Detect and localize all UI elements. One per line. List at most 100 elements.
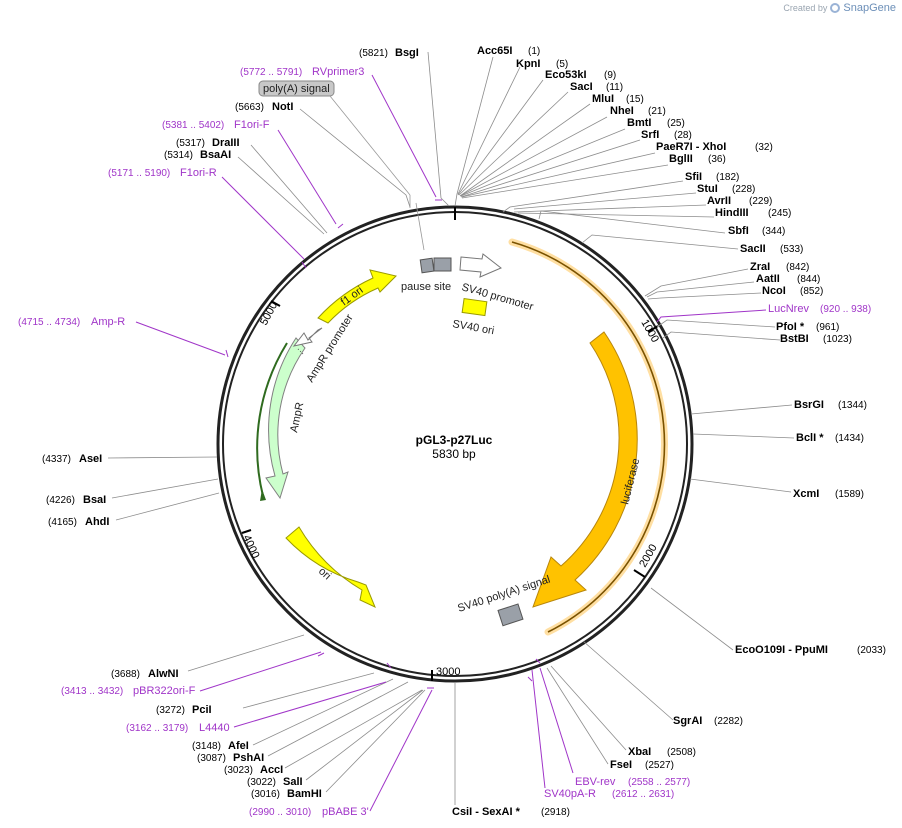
enzyme-label[interactable]: SrfI [641,129,659,141]
pause-site-box-1[interactable] [419,257,435,274]
leader-xcmi [689,478,792,493]
primer-label[interactable]: LucNrev [768,303,809,315]
enzyme-label[interactable]: SgrAI [673,715,702,727]
ori-feature[interactable]: ori [285,526,376,608]
enzyme-label[interactable]: AccI [260,764,283,776]
leader-lucnrev [656,309,767,323]
enzyme-label[interactable]: XcmI [793,488,819,500]
enzyme-label[interactable]: ZraI [750,261,770,273]
enzyme-pos: (2527) [645,760,674,771]
enzyme-label[interactable]: MluI [592,93,614,105]
enzyme-label[interactable]: EcoO109I - PpuMI [735,644,828,656]
sv40-polya-box[interactable] [497,603,524,627]
enzyme-label[interactable]: BsaAI [200,149,231,161]
leader-bcli [692,433,795,439]
enzyme-label[interactable]: KpnI [516,58,540,70]
snapgene-logo-icon [830,3,841,13]
leader-pbr322ori-f [199,651,322,692]
primer-label[interactable]: Amp-R [91,316,125,328]
enzyme-label[interactable]: AseI [79,453,102,465]
luciferase-feature[interactable]: luciferase [508,238,668,636]
pause-site-box-2[interactable] [433,257,452,272]
enzyme-label[interactable]: NheI [610,105,634,117]
site-sv40pa-r [527,676,533,682]
sv40-ori-feature[interactable]: SV40 ori [451,297,495,338]
enzyme-label[interactable]: FseI [610,759,632,771]
ampr-feature[interactable]: AmpR [256,337,306,501]
polya-signal-feature[interactable]: poly(A) signal [258,80,425,251]
primer-label[interactable]: SV40pA-R [544,788,596,800]
enzyme-labels: (5821) BsgI Acc65I (1) KpnI (5) Eco53kI … [42,45,886,818]
enzyme-pos: (3272) [156,705,185,716]
enzyme-label[interactable]: AhdI [85,516,109,528]
sv40-ori-box[interactable] [461,297,488,317]
enzyme-label[interactable]: SalI [283,776,303,788]
enzyme-label[interactable]: NotI [272,101,293,113]
enzyme-label[interactable]: SacII [740,243,766,255]
enzyme-label[interactable]: PciI [192,704,212,716]
primer-pos: (2612 .. 2631) [612,789,674,800]
polya-signal-badge[interactable] [258,80,335,97]
ori-arrow[interactable] [285,526,376,608]
leader-alwni [187,634,305,672]
enzyme-label[interactable]: NcoI [762,285,786,297]
enzyme-label[interactable]: StuI [697,183,718,195]
enzyme-label[interactable]: XbaI [628,746,651,758]
enzyme-pos: (2033) [857,645,886,656]
primer-label[interactable]: pBABE 3' [322,806,369,818]
enzyme-pos: (15) [626,94,644,105]
primer-label[interactable]: EBV-rev [575,776,616,788]
primer-label[interactable]: F1ori-F [234,119,270,131]
primer-label[interactable]: pBR322ori-F [133,685,196,697]
enzyme-pos: (1344) [838,400,867,411]
f1-ori-feature[interactable]: f1 ori [317,269,397,324]
primer-label[interactable]: RVprimer3 [312,66,364,78]
enzyme-pos: (1434) [835,433,864,444]
enzyme-label[interactable]: AfeI [228,740,249,752]
tick-label-3000: 3000 [436,666,460,678]
enzyme-label[interactable]: BstBI [780,333,809,345]
pause-site-label: pause site [401,281,451,293]
primer-leaders [135,74,767,812]
enzyme-label[interactable]: Eco53kI [545,69,587,81]
enzyme-label[interactable]: SbfI [728,225,749,237]
f1-ori-arrow[interactable] [317,269,397,324]
enzyme-label[interactable]: BglII [669,153,693,165]
plasmid-name: pGL3-p27Luc [416,433,493,447]
enzyme-label[interactable]: BsaI [83,494,106,506]
sv40-promoter-arrow[interactable] [459,253,502,278]
enzyme-pos: (4337) [42,454,71,465]
luciferase-arrow[interactable] [532,331,638,608]
enzyme-label[interactable]: PshAI [233,752,264,764]
enzyme-label[interactable]: CsiI - SexAI * [452,806,521,818]
enzyme-label[interactable]: HindIII [715,207,749,219]
enzyme-label[interactable]: PfoI * [776,321,805,333]
leader-afei [252,678,394,746]
enzyme-pos: (5314) [164,150,193,161]
pause-site-feature[interactable]: pause site [401,257,452,293]
leader-paer7i [461,152,656,198]
enzyme-label[interactable]: BmtI [627,117,651,129]
enzyme-label[interactable]: BsrGI [794,399,824,411]
enzyme-pos: (2508) [667,747,696,758]
ampr-arrow[interactable] [265,337,306,500]
enzyme-label[interactable]: BclI * [796,432,824,444]
enzyme-label[interactable]: BamHI [287,788,322,800]
primer-labels: (5772 .. 5791) RVprimer3 (5381 .. 5402) … [18,66,871,818]
enzyme-label[interactable]: SacI [570,81,593,93]
ampr-promoter-arrow[interactable] [292,327,323,347]
enzyme-label[interactable]: PaeR7I - XhoI [656,141,726,153]
primer-label[interactable]: F1ori-R [180,167,217,179]
enzyme-label[interactable]: BsgI [395,47,419,59]
enzyme-label[interactable]: SfiI [685,171,702,183]
enzyme-label[interactable]: AatII [756,273,780,285]
leader-draiii [250,144,328,234]
enzyme-label[interactable]: AlwNI [148,668,179,680]
enzyme-label[interactable]: AvrII [707,195,731,207]
enzyme-pos: (25) [667,118,685,129]
enzyme-label[interactable]: Acc65I [477,45,512,57]
site-pbr322ori-f [317,652,325,657]
enzyme-label[interactable]: DraIII [212,137,240,149]
primer-label[interactable]: L4440 [199,722,230,734]
leader-srfi [460,139,641,198]
